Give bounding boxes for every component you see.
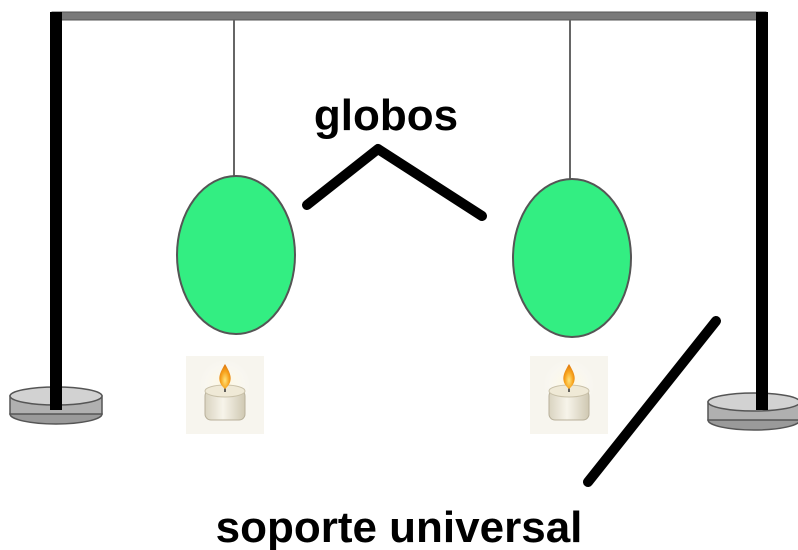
right-balloon bbox=[512, 178, 632, 338]
stand-label: soporte universal bbox=[216, 503, 583, 550]
crossbar bbox=[51, 11, 767, 21]
right-base-top bbox=[707, 392, 798, 412]
left-stand bbox=[9, 12, 103, 425]
stand-pointer bbox=[583, 316, 721, 487]
balloons-label: globos bbox=[314, 91, 458, 140]
right-post bbox=[756, 12, 768, 410]
left-candle bbox=[186, 356, 264, 434]
left-post bbox=[50, 12, 62, 410]
balloons-pointer bbox=[302, 144, 487, 221]
candle-icon bbox=[548, 364, 590, 421]
right-stand bbox=[707, 12, 798, 431]
candle-icon bbox=[204, 364, 246, 421]
right-candle bbox=[530, 356, 608, 434]
left-balloon bbox=[176, 175, 296, 335]
